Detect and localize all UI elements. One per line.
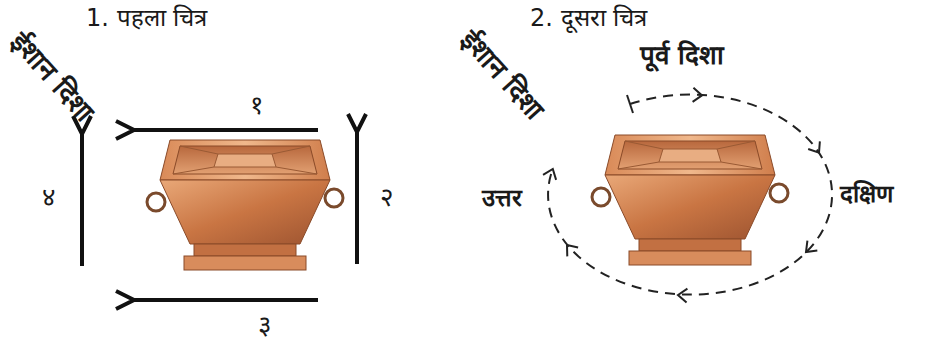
direction-label: ईशान दिशा bbox=[454, 24, 551, 126]
direction-label: दक्षिण bbox=[840, 180, 893, 209]
figure-title: 1. पहला चित्र bbox=[86, 4, 207, 33]
direction-label: उत्तर bbox=[482, 184, 522, 213]
direction-label: ईशान दिशा bbox=[4, 26, 101, 128]
callout-number: २ bbox=[380, 182, 394, 213]
direction-arrows bbox=[82, 130, 357, 300]
callout-number: ३ bbox=[258, 310, 272, 341]
circular-path bbox=[543, 88, 832, 303]
callout-number: १ bbox=[250, 90, 264, 121]
callout-number: ४ bbox=[42, 182, 56, 213]
figure-title: 2. दूसरा चित्र bbox=[530, 4, 647, 33]
direction-label: पूर्व दिशा bbox=[640, 40, 724, 71]
